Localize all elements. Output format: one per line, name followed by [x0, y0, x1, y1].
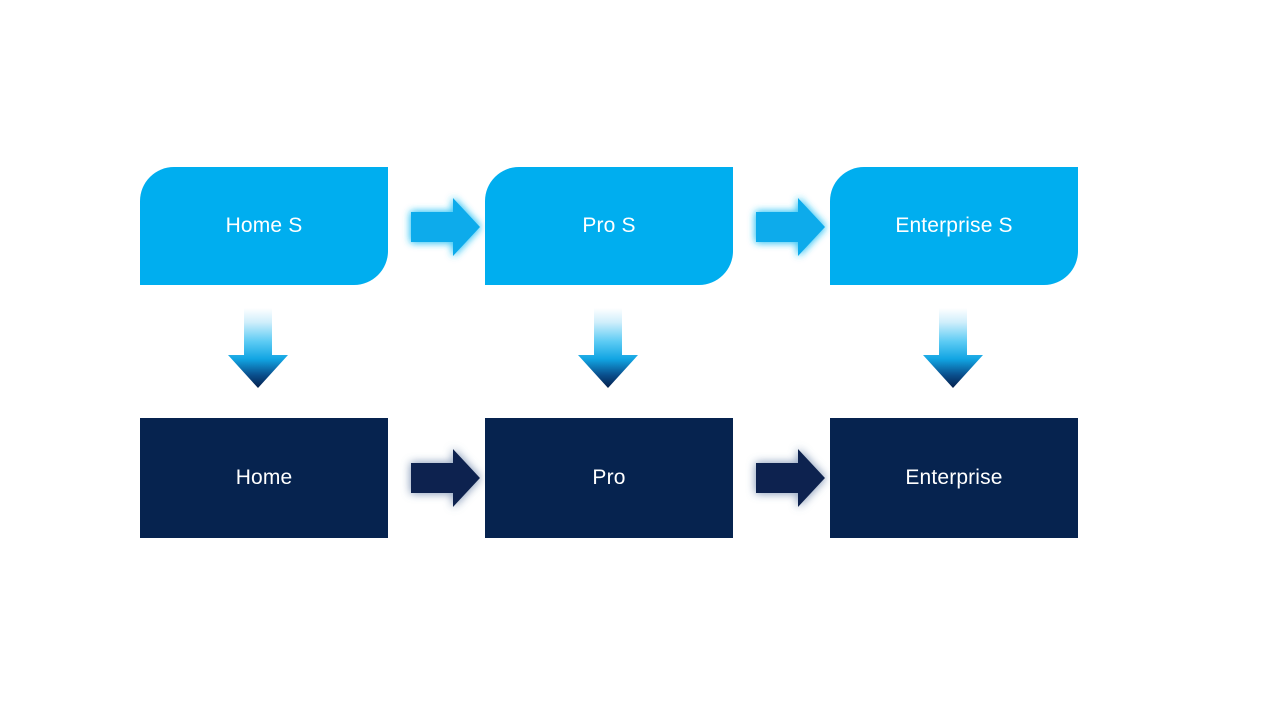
node-home-s[interactable]: Home S	[140, 167, 388, 285]
connector-home-s-to-home	[228, 308, 288, 388]
node-home[interactable]: Home	[140, 418, 388, 538]
node-enterprise-s[interactable]: Enterprise S	[830, 167, 1078, 285]
node-pro-s[interactable]: Pro S	[485, 167, 733, 285]
connector-pro-s-to-enterprise-s	[756, 198, 825, 256]
node-pro-s-label: Pro S	[582, 214, 636, 238]
node-home-s-label: Home S	[225, 214, 303, 238]
connector-pro-s-to-pro	[578, 308, 638, 388]
node-pro[interactable]: Pro	[485, 418, 733, 538]
node-home-label: Home	[235, 466, 293, 490]
connector-home-s-to-pro-s	[411, 198, 480, 256]
node-enterprise-label: Enterprise	[905, 466, 1003, 490]
node-enterprise[interactable]: Enterprise	[830, 418, 1078, 538]
node-pro-label: Pro	[592, 466, 626, 490]
connector-home-to-pro	[411, 449, 480, 507]
node-enterprise-s-label: Enterprise S	[895, 214, 1013, 238]
connector-pro-to-enterprise	[756, 449, 825, 507]
connector-enterprise-s-to-enterprise	[923, 308, 983, 388]
